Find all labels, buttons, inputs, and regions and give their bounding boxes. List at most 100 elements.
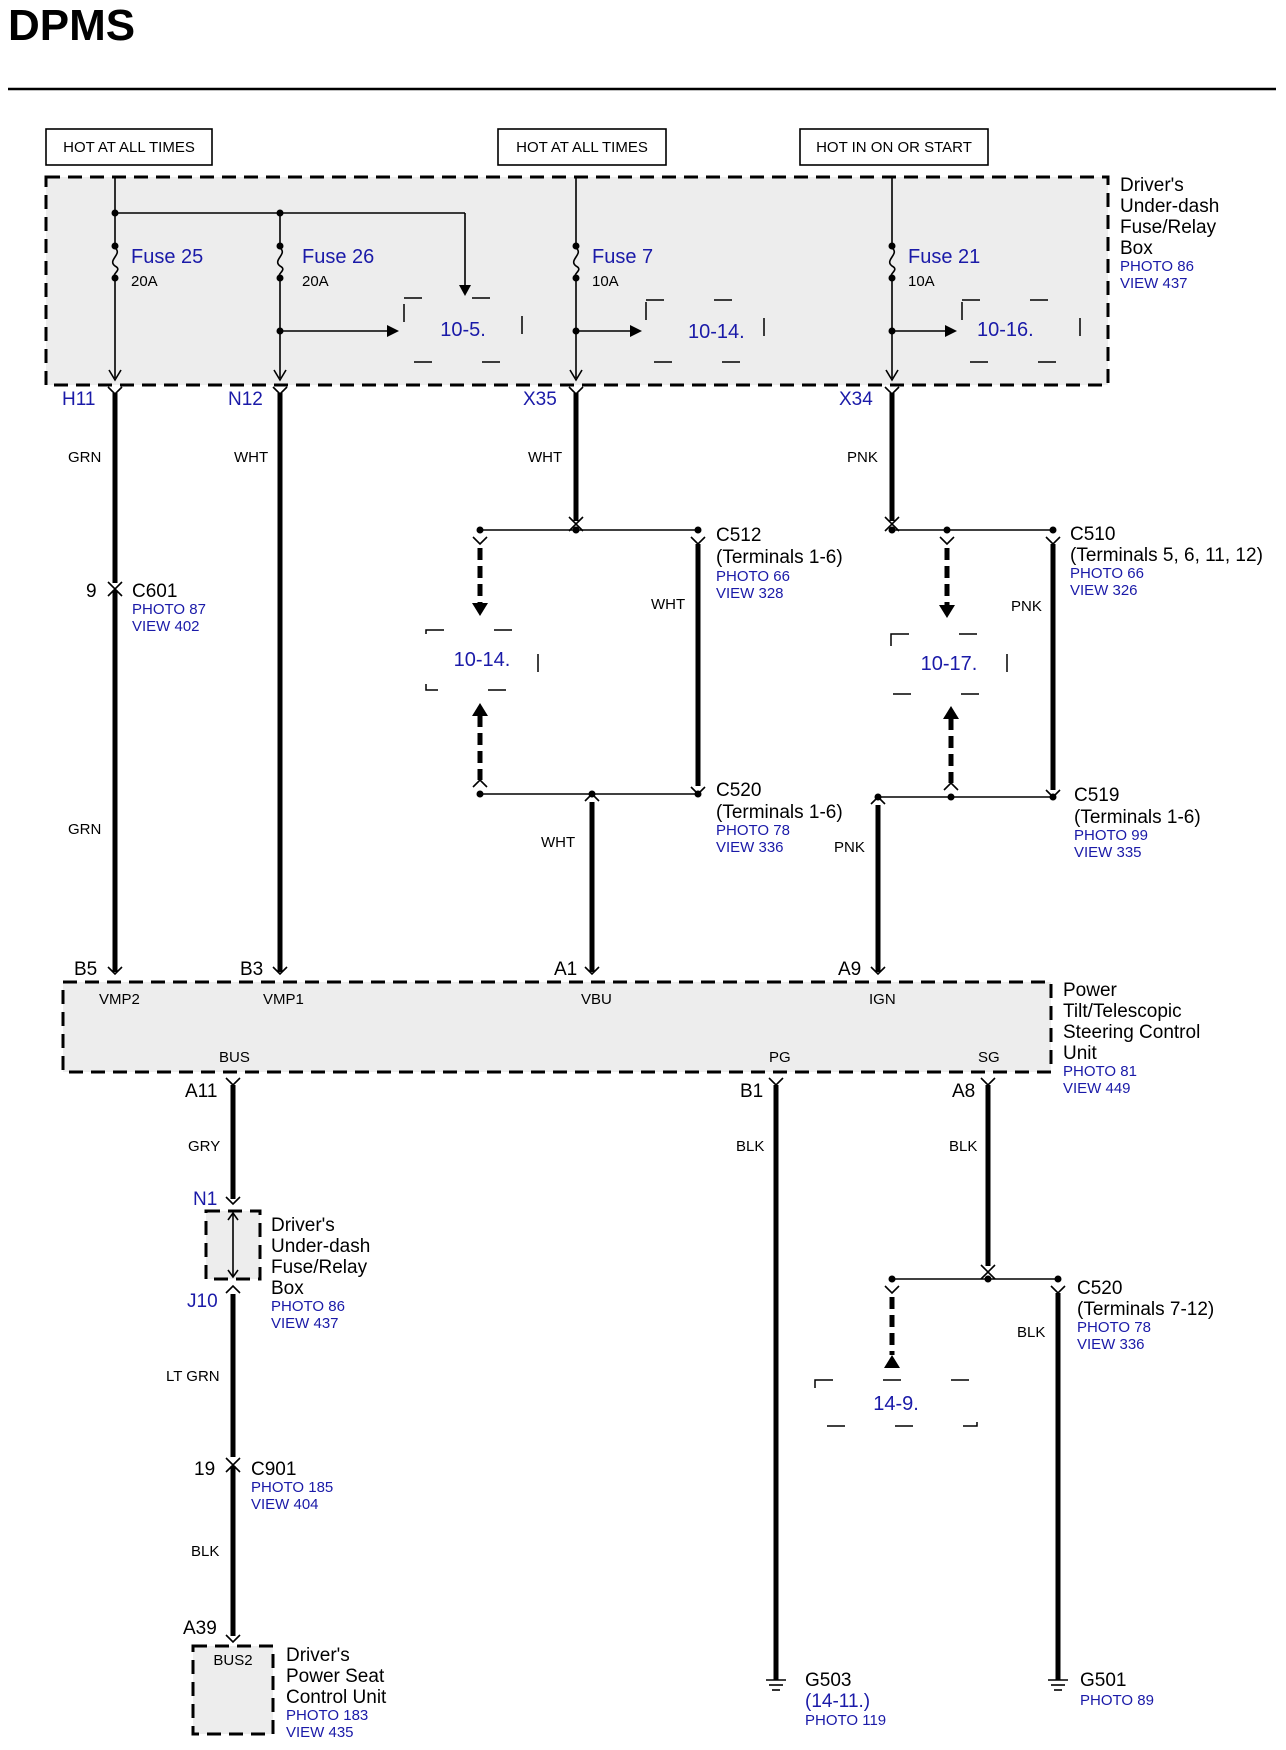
wire-x34: [870, 386, 1061, 976]
ref-box-14-9[interactable]: 14-9.: [814, 1379, 978, 1427]
wire-color-grn-bottom: GRN: [68, 821, 101, 838]
wire-color-wht-n12: WHT: [234, 449, 268, 466]
svg-text:VIEW 437: VIEW 437: [271, 1315, 339, 1332]
svg-text:C520: C520: [716, 780, 761, 801]
svg-text:(Terminals 1-6): (Terminals 1-6): [716, 547, 843, 568]
fuse-7: Fuse 7 10A: [570, 242, 653, 290]
svg-text:9: 9: [86, 581, 97, 602]
connector-c510: C510 (Terminals 5, 6, 11, 12) PHOTO 66 V…: [1070, 524, 1263, 599]
svg-text:VIEW 402: VIEW 402: [132, 618, 200, 635]
svg-text:PHOTO 89: PHOTO 89: [1080, 1692, 1154, 1709]
wire-n12: [272, 386, 288, 976]
svg-text:PHOTO 78: PHOTO 78: [1077, 1319, 1151, 1336]
svg-text:A1: A1: [554, 959, 577, 980]
wire-color-blk-c520b: BLK: [1017, 1324, 1045, 1341]
control-unit-bottom-pins: BUS A11 PG B1 SG A8: [185, 1049, 1000, 1102]
svg-text:Fuse 25: Fuse 25: [131, 246, 203, 268]
wire-color-gry: GRY: [188, 1138, 220, 1155]
svg-text:Unit: Unit: [1063, 1043, 1098, 1064]
ground-g501: G501 PHOTO 89: [1080, 1670, 1154, 1709]
svg-text:10A: 10A: [592, 273, 619, 290]
svg-text:G501: G501: [1080, 1670, 1126, 1691]
svg-text:C901: C901: [251, 1459, 296, 1480]
svg-text:10A: 10A: [908, 273, 935, 290]
wire-color-grn-top: GRN: [68, 449, 101, 466]
svg-text:PHOTO 86: PHOTO 86: [271, 1298, 345, 1315]
svg-text:10-17.: 10-17.: [921, 653, 978, 675]
svg-text:10-5.: 10-5.: [440, 319, 486, 341]
wire-color-blk-a8: BLK: [949, 1138, 977, 1155]
svg-text:PHOTO 87: PHOTO 87: [132, 601, 206, 618]
svg-text:PHOTO 119: PHOTO 119: [805, 1712, 886, 1729]
wire-color-blk-b1: BLK: [736, 1138, 764, 1155]
svg-text:Driver's: Driver's: [286, 1645, 350, 1666]
svg-text:Under-dash: Under-dash: [271, 1236, 370, 1257]
svg-text:N1: N1: [193, 1189, 217, 1210]
connector-c512: C512 (Terminals 1-6) PHOTO 66 VIEW 328: [716, 525, 843, 602]
svg-text:Driver's: Driver's: [271, 1215, 335, 1236]
svg-text:HOT AT ALL TIMES: HOT AT ALL TIMES: [516, 139, 648, 156]
ref-box-10-17[interactable]: 10-17.: [890, 633, 1008, 695]
wire-color-wht-x35: WHT: [528, 449, 562, 466]
wire-color-wht-a1: WHT: [541, 834, 575, 851]
fuse-box-2: N1 J10 Driver's Under-dash Fuse/Relay Bo…: [187, 1189, 370, 1332]
svg-text:PHOTO 86: PHOTO 86: [1120, 258, 1194, 275]
wire-h11: [107, 386, 123, 976]
svg-text:VIEW 449: VIEW 449: [1063, 1080, 1131, 1097]
svg-text:VIEW 437: VIEW 437: [1120, 275, 1188, 292]
svg-text:G503: G503: [805, 1670, 851, 1691]
svg-text:PHOTO 183: PHOTO 183: [286, 1707, 368, 1724]
svg-text:VIEW 335: VIEW 335: [1074, 844, 1142, 861]
svg-text:B3: B3: [240, 959, 263, 980]
power-seat-control-unit: A39 BUS2 Driver's Power Seat Control Uni…: [183, 1618, 387, 1741]
svg-text:VIEW 435: VIEW 435: [286, 1724, 354, 1741]
svg-text:Box: Box: [1120, 238, 1153, 259]
connector-c519: C519 (Terminals 1-6) PHOTO 99 VIEW 335: [1074, 785, 1201, 861]
connector-c901: 19 C901 PHOTO 185 VIEW 404: [194, 1459, 333, 1513]
svg-text:VMP1: VMP1: [263, 991, 304, 1008]
fuse-26: Fuse 26 20A: [274, 242, 374, 290]
wire-color-pnk-a9: PNK: [834, 839, 865, 856]
svg-text:PHOTO 66: PHOTO 66: [1070, 565, 1144, 582]
svg-text:C519: C519: [1074, 785, 1119, 806]
svg-text:Control Unit: Control Unit: [286, 1687, 387, 1708]
wire-color-pnk-c510: PNK: [1011, 598, 1042, 615]
ref-box-10-5[interactable]: 10-5.: [403, 297, 523, 363]
svg-text:BUS2: BUS2: [213, 1652, 252, 1669]
svg-text:VIEW 328: VIEW 328: [716, 585, 784, 602]
svg-text:SG: SG: [978, 1049, 1000, 1066]
pin-x35: X35: [523, 389, 557, 410]
svg-text:A8: A8: [952, 1081, 975, 1102]
svg-text:20A: 20A: [131, 273, 158, 290]
svg-text:10-14.: 10-14.: [454, 649, 511, 671]
control-unit-top-pins: B5 VMP2 B3 VMP1 A1 VBU A9 IGN: [74, 959, 896, 1008]
pin-h11: H11: [62, 389, 95, 410]
svg-text:VIEW 404: VIEW 404: [251, 1496, 319, 1513]
page-title: DPMS: [8, 1, 135, 50]
wire-a8: [884, 1077, 1068, 1691]
svg-text:J10: J10: [187, 1291, 218, 1312]
pin-x34: X34: [839, 389, 873, 410]
svg-text:Fuse 7: Fuse 7: [592, 246, 653, 268]
connector-c601: 9 C601 PHOTO 87 VIEW 402: [86, 581, 206, 635]
power-label-3: HOT IN ON OR START: [799, 128, 989, 166]
svg-text:HOT IN ON OR START: HOT IN ON OR START: [816, 139, 972, 156]
svg-text:C510: C510: [1070, 524, 1115, 545]
ref-box-10-16[interactable]: 10-16.: [961, 299, 1081, 363]
wire-a11: [204, 1077, 262, 1644]
fuse-25: Fuse 25 20A: [109, 242, 203, 290]
svg-text:Steering Control: Steering Control: [1063, 1022, 1200, 1043]
pin-n12: N12: [228, 389, 263, 410]
svg-text:10-16.: 10-16.: [977, 319, 1034, 341]
svg-text:(14-11.): (14-11.): [805, 1691, 870, 1712]
svg-text:A9: A9: [838, 959, 861, 980]
svg-text:B5: B5: [74, 959, 97, 980]
svg-text:Fuse 26: Fuse 26: [302, 246, 374, 268]
ref-box-10-14-mid[interactable]: 10-14.: [425, 629, 539, 691]
svg-text:VIEW 336: VIEW 336: [1077, 1336, 1145, 1353]
svg-text:Fuse/Relay: Fuse/Relay: [1120, 217, 1217, 238]
svg-text:20A: 20A: [302, 273, 329, 290]
ref-box-10-14-top[interactable]: 10-14.: [645, 299, 765, 363]
svg-text:(Terminals 1-6): (Terminals 1-6): [1074, 807, 1201, 828]
